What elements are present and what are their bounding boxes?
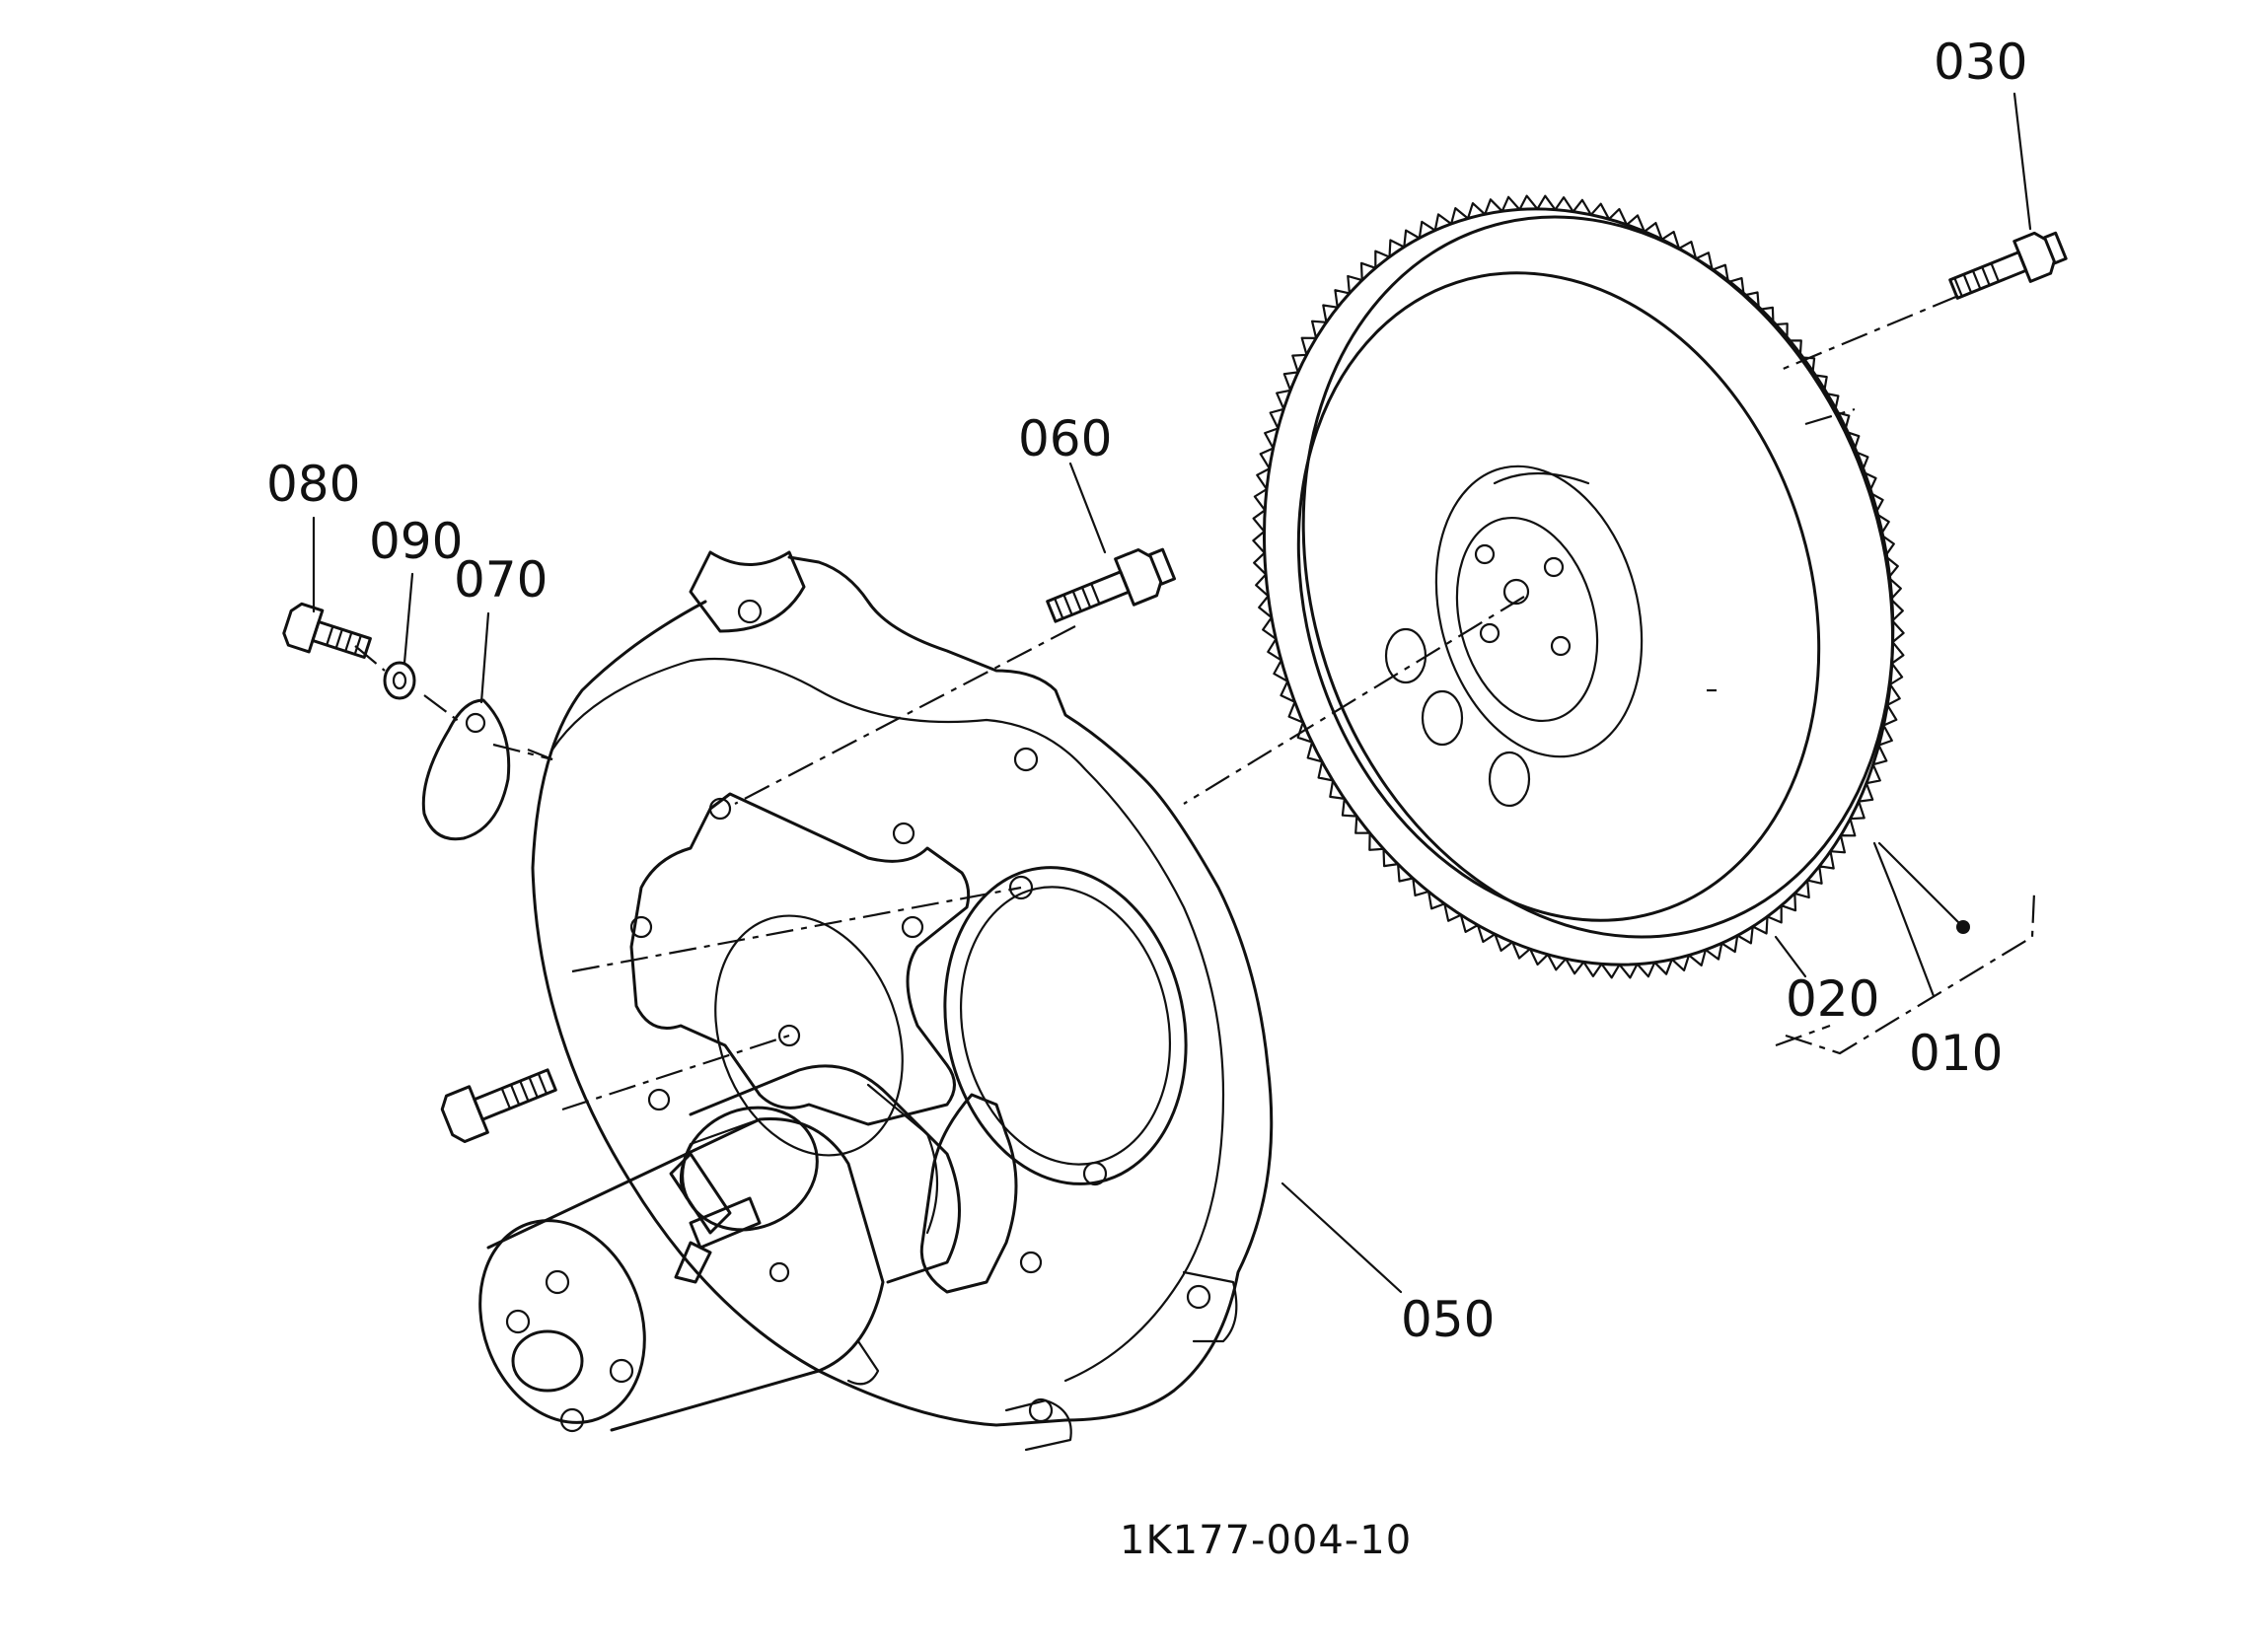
callout-080: 080: [266, 456, 360, 513]
callout-050: 050: [1401, 1291, 1495, 1348]
cover-plate-070: [421, 698, 511, 841]
callout-070: 070: [454, 551, 548, 609]
gear-teeth-profile: [1252, 194, 1905, 979]
diagram-code: 1K177-004-10: [1120, 1518, 1412, 1563]
callout-060: 060: [1018, 410, 1112, 467]
alignment-lines: [354, 294, 1959, 1111]
bolt-030: [1948, 231, 2068, 300]
callout-labels: 030 060 080 090 070 020 010 050: [266, 34, 2027, 1348]
ring-gear: [1252, 194, 1905, 979]
leader-lines: [312, 92, 2032, 1294]
bolt-starter-mount: [440, 1068, 557, 1144]
bolt-080: [282, 602, 372, 660]
callout-090: 090: [369, 513, 463, 570]
flywheel-assembly: [1252, 194, 1905, 979]
callout-030: 030: [1934, 34, 2027, 91]
callout-010: 010: [1909, 1025, 2003, 1082]
flywheel-housing: [531, 550, 1274, 1452]
callout-020: 020: [1786, 970, 1879, 1028]
starter-motor: [478, 1064, 961, 1433]
bolt-060: [1046, 547, 1176, 623]
assembly-bracket-010: [1785, 892, 2036, 1055]
washer-090: [383, 661, 416, 700]
